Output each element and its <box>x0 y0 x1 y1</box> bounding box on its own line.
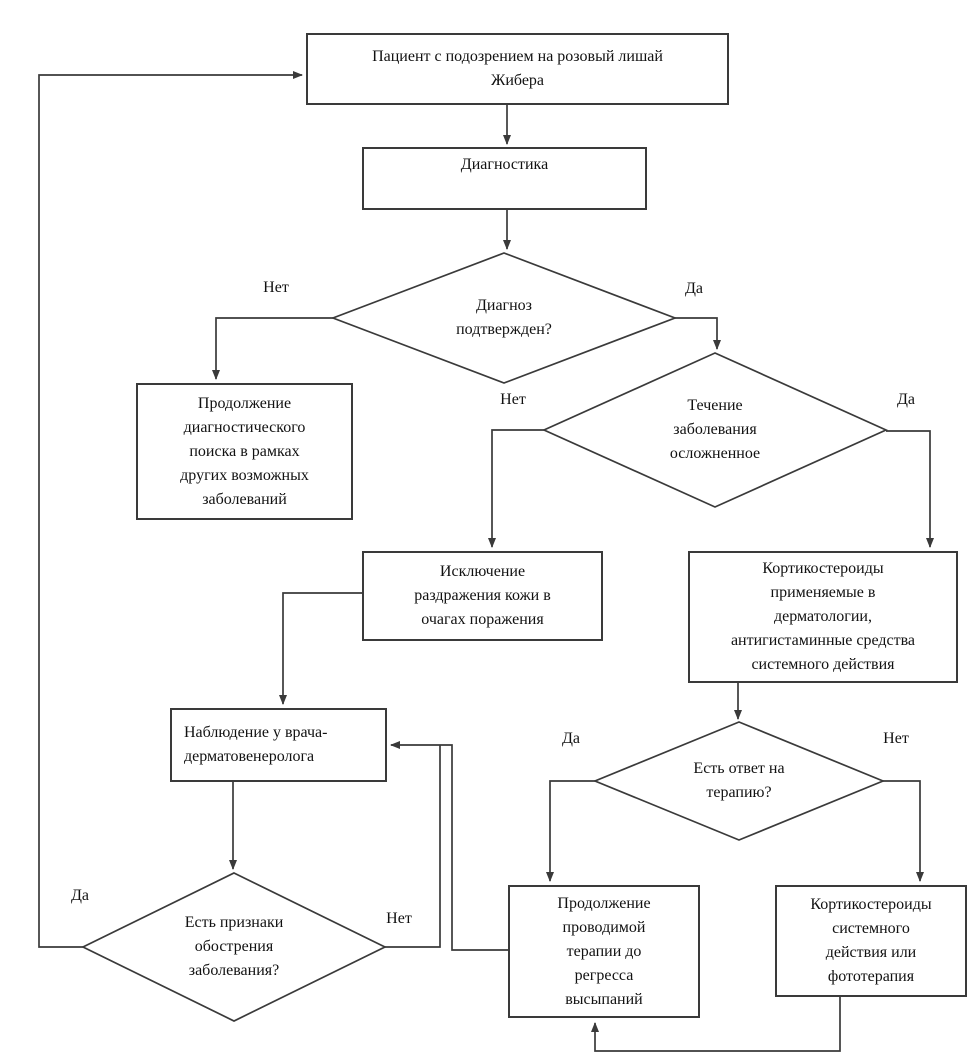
edge-cortico-systemic-to-continue-therapy <box>591 997 841 1052</box>
edge-yes-to-cortico-derm <box>886 430 934 548</box>
edge-continue-therapy-to-observation <box>390 741 508 951</box>
edge-no-to-diagnostic-search <box>212 317 333 380</box>
branch-label-exacerbation-yes: Да <box>70 887 90 904</box>
edge-no-to-cortico-systemic <box>883 780 924 882</box>
branch-label-response-yes: Да <box>561 730 581 747</box>
branch-label-diagnosis-yes: Да <box>684 280 704 297</box>
therapy-response-decision-shape <box>592 721 886 841</box>
continue-therapy-box: Продолжение проводимой терапии до регрес… <box>508 885 700 1018</box>
diagnosis-confirmed-decision-shape <box>330 252 678 384</box>
branch-label-exacerbation-no: Нет <box>386 910 412 927</box>
exclusion-box: Исключение раздражения кожи в очагах пор… <box>362 551 603 641</box>
branch-label-course-no: Нет <box>500 391 526 408</box>
diagnostics-box: Диагностика <box>362 147 647 210</box>
corticosteroids-systemic-box: Кортикостероиды системного действия или … <box>775 885 967 997</box>
corticosteroids-dermatology-box: Кортикостероиды применяемые в дерматолог… <box>688 551 958 683</box>
branch-label-diagnosis-no: Нет <box>263 279 289 296</box>
course-complicated-decision-shape <box>541 352 889 508</box>
branch-label-response-no: Нет <box>883 730 909 747</box>
edge-exclusion-to-observation <box>279 592 362 705</box>
diagnostic-search-box: Продолжение диагностического поиска в ра… <box>136 383 353 520</box>
edge-yes-to-course-decision <box>675 317 721 350</box>
edge-no-to-exclusion <box>488 429 544 548</box>
patient-box: Пациент с подозрением на розовый лишай Ж… <box>306 33 729 105</box>
branch-label-course-yes: Да <box>896 391 916 408</box>
edge-no-joins-observation-return <box>385 745 441 948</box>
exacerbation-signs-decision-shape <box>81 872 387 1022</box>
observation-box: Наблюдение у врача- дерматовенеролога <box>170 708 387 782</box>
edge-yes-back-to-patient <box>38 71 303 948</box>
edge-yes-to-continue-therapy <box>546 780 595 882</box>
